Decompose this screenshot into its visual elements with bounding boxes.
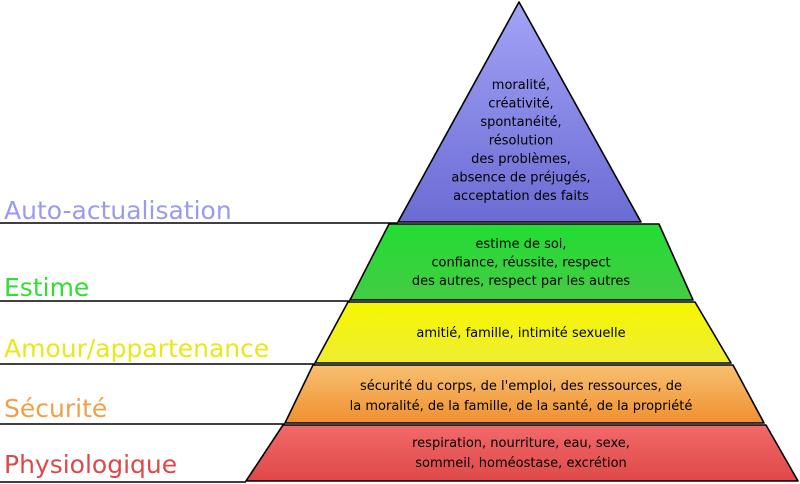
tier-shape-securite (284, 364, 765, 424)
tier-text-auto-actualisation: moralité, créativité, spontanéité, résoluti… (451, 78, 590, 204)
tier-text-line: des problèmes, (471, 152, 571, 167)
tier-text-physiologique: respiration, nourriture, eau, sexe, somme… (412, 436, 630, 471)
tier-text-line: amitié, famille, intimité sexuelle (416, 326, 625, 341)
tier-text-securite: sécurité du corps, de l'emploi, des ress… (350, 379, 693, 414)
tier-shape-estime (349, 223, 694, 301)
tier-shape-physiologique (245, 424, 799, 482)
tier-text-line: spontanéité, (480, 115, 561, 130)
level-label-securite: Sécurité (4, 394, 107, 423)
tier-text-line: résolution (489, 134, 554, 149)
tier-text-estime: estime de soi, confiance, réussite, respe… (412, 237, 631, 289)
level-label-estime: Estime (4, 273, 89, 302)
tier-shape-auto-actualisation (397, 1, 642, 223)
level-label-amour-appartenance: Amour/appartenance (4, 334, 269, 363)
tier-text-line: estime de soi, (475, 237, 566, 252)
level-label-auto-actualisation: Auto-actualisation (4, 196, 232, 225)
tier-text-line: respiration, nourriture, eau, sexe, (412, 436, 630, 451)
level-lines (0, 222, 398, 483)
tier-text-line: sommeil, homéostase, excrétion (415, 456, 627, 471)
tier-text-line: acceptation des faits (453, 189, 589, 204)
tier-text-line: sécurité du corps, de l'emploi, des ress… (360, 379, 682, 394)
tier-text-line: des autres, respect par les autres (412, 274, 631, 289)
tier-text-line: la moralité, de la famille, de la santé,… (350, 399, 693, 414)
tier-text-amour-appartenance: amitié, famille, intimité sexuelle (416, 326, 625, 341)
tier-descriptions: moralité, créativité, spontanéité, résoluti… (350, 78, 693, 471)
tier-text-line: créativité, (488, 97, 553, 112)
tier-text-line: moralité, (492, 78, 550, 93)
pyramid (245, 1, 799, 482)
tier-shape-amour-appartenance (314, 301, 732, 364)
tier-text-line: confiance, réussite, respect (431, 256, 610, 271)
level-labels: Auto-actualisation Estime Amour/apparten… (4, 196, 269, 479)
tier-text-line: absence de préjugés, (451, 171, 590, 186)
level-label-physiologique: Physiologique (4, 450, 177, 479)
